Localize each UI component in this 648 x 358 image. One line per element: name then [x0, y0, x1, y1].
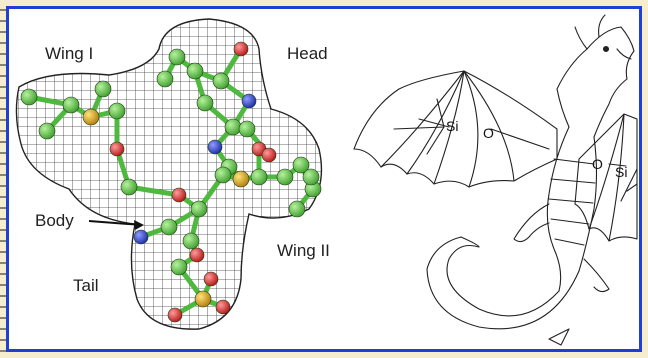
atom-carbon: [109, 103, 125, 119]
label-head: Head: [287, 44, 328, 63]
figure-svg: Wing I Head Body Tail Wing II: [9, 9, 639, 349]
dragon-illustration: [354, 15, 637, 345]
atom-carbon: [225, 119, 241, 135]
atom-carbon: [157, 71, 173, 87]
atom-oxygen: [204, 272, 218, 286]
atom-carbon: [277, 169, 293, 185]
atom-nitrogen: [134, 230, 148, 244]
atom-carbon: [95, 81, 111, 97]
atom-carbon: [169, 49, 185, 65]
atom-carbon: [251, 169, 267, 185]
atom-silicon: [233, 171, 249, 187]
atom-carbon: [161, 219, 177, 235]
atom-carbon: [213, 73, 229, 89]
dragon-o-left: O: [483, 125, 494, 141]
atom-carbon: [215, 167, 231, 183]
figure-frame: Wing I Head Body Tail Wing II: [6, 6, 642, 352]
dragon-si-right: Si: [615, 164, 627, 180]
label-tail: Tail: [73, 276, 99, 295]
atom-carbon: [63, 97, 79, 113]
atom-carbon: [239, 121, 255, 137]
atom-silicon: [83, 109, 99, 125]
atom-carbon: [183, 233, 199, 249]
atom-oxygen: [110, 142, 124, 156]
atom-nitrogen: [242, 94, 256, 108]
atom-carbon: [289, 201, 305, 217]
atom-nitrogen: [208, 140, 222, 154]
atom-oxygen: [234, 42, 248, 56]
atom-silicon: [195, 291, 211, 307]
atom-carbon: [187, 63, 203, 79]
atom-carbon: [197, 95, 213, 111]
atom-carbon: [21, 89, 37, 105]
atom-oxygen: [216, 300, 230, 314]
label-wing-2: Wing II: [277, 241, 330, 260]
dragon-si-left: Si: [446, 118, 458, 134]
label-body: Body: [35, 211, 74, 230]
electron-density-mesh: [16, 19, 321, 329]
atom-carbon: [191, 201, 207, 217]
atom-oxygen: [262, 148, 276, 162]
atom-carbon: [303, 169, 319, 185]
atom-carbon: [39, 123, 55, 139]
label-wing-1: Wing I: [45, 44, 93, 63]
atom-oxygen: [190, 248, 204, 262]
atom-carbon: [121, 179, 137, 195]
atom-oxygen: [172, 188, 186, 202]
atom-oxygen: [168, 308, 182, 322]
atom-carbon: [171, 259, 187, 275]
dragon-o-right: O: [592, 156, 603, 172]
